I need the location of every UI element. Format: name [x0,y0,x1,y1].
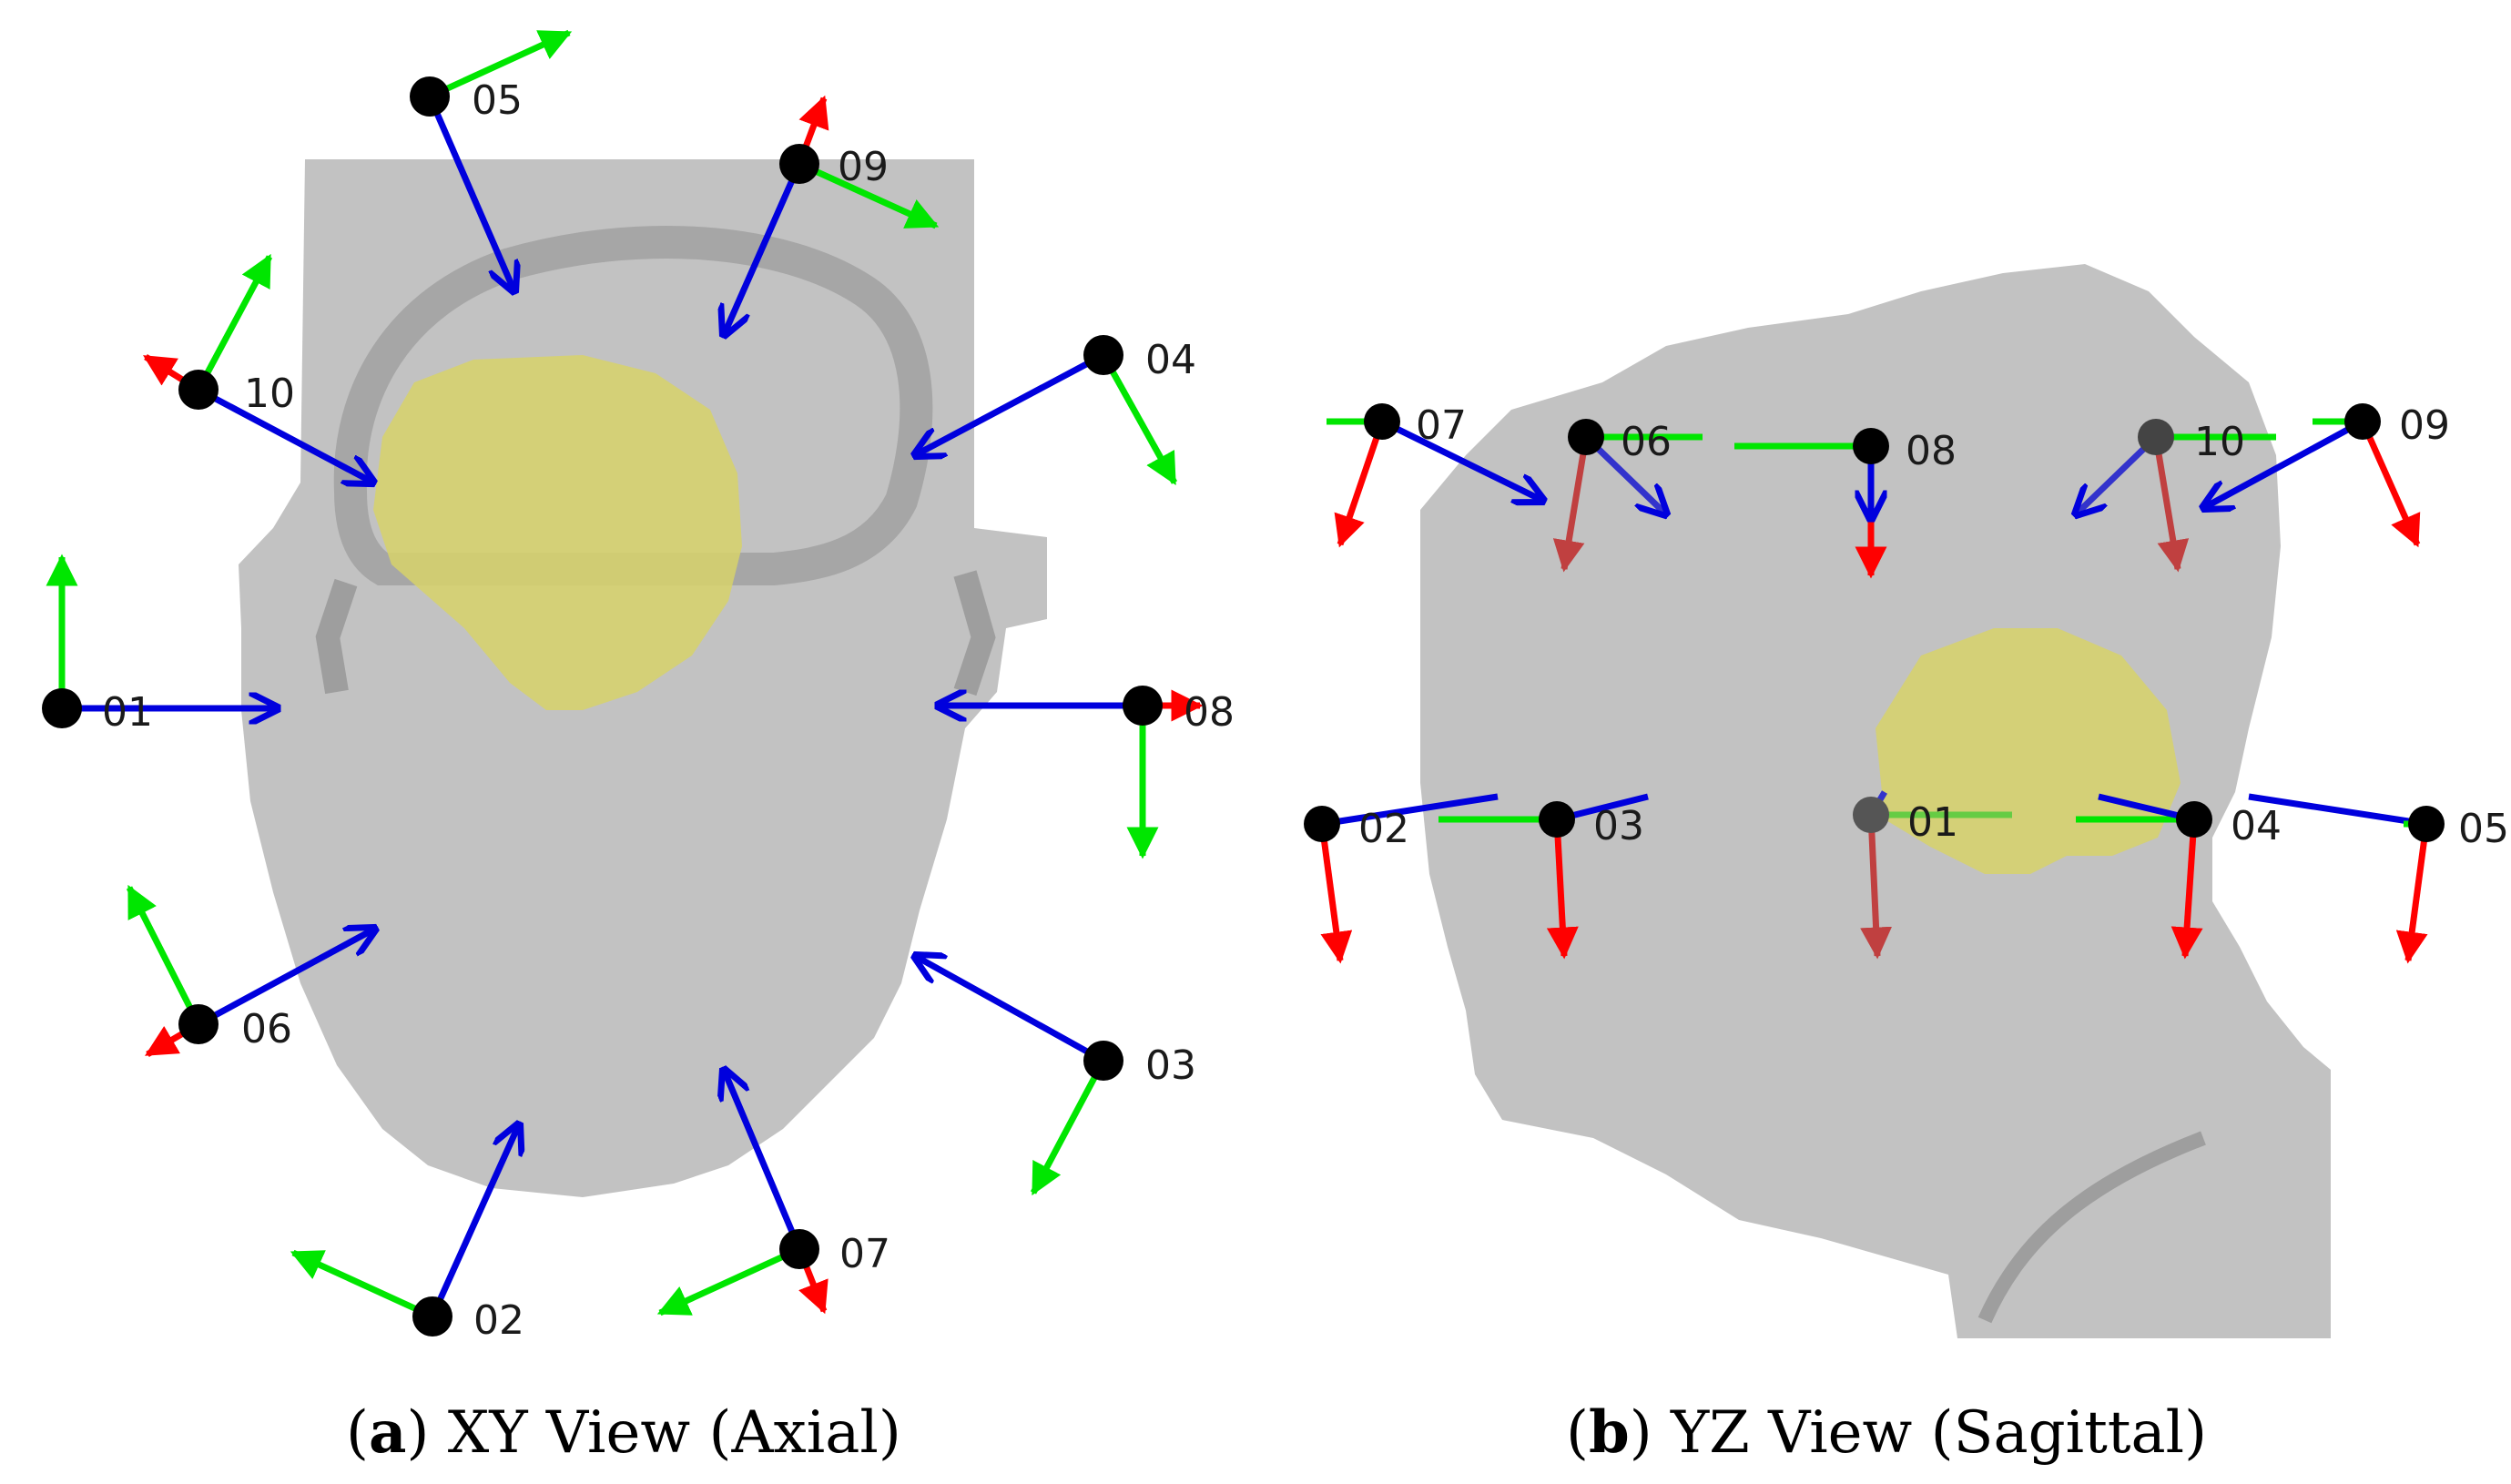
sensor-04-sagittal: 04 [2076,793,2282,960]
sensor-label: 09 [838,144,889,190]
sensor-05-sagittal: 05 [2248,793,2509,964]
sensor-label: 06 [241,1006,292,1052]
skull-lower-arc-axial [315,578,358,695]
sensor-label: 06 [1621,419,1672,465]
sensor-label: 10 [244,371,295,417]
panel-a-axial: 05 09 10 04 01 [42,29,1235,1467]
caption-b: (b) YZ View (Sagittal) [1566,1398,2207,1467]
sensor-07-sagittal: 07 [1327,402,1543,548]
sensor-03-axial: 03 [915,956,1196,1196]
sensor-04-axial: 04 [915,335,1196,486]
skull-ring-axial [333,226,933,585]
caption-b-letter: b [1589,1398,1630,1467]
sensor-label: 05 [472,77,523,124]
sensor-01-sagittal: 01 [1853,790,2012,960]
caption-b-text: YZ View (Sagittal) [1670,1399,2207,1467]
sensor-label: 01 [102,689,153,736]
sensor-label: 07 [1416,402,1467,449]
skull-right-arc-axial [953,570,996,696]
sensor-label: 07 [839,1231,890,1277]
sensor-label: 08 [1906,428,1957,474]
sensor-05-axial: 05 [410,29,573,291]
sensor-label: 05 [2458,806,2509,852]
sensor-02-sagittal: 02 [1304,793,1499,964]
panel-b-sagittal: 07 06 08 10 [1304,264,2509,1467]
sensor-label: 02 [473,1297,524,1344]
tumor-axial [373,355,742,710]
sensor-06-axial: 06 [126,884,375,1058]
sensor-label: 04 [1145,337,1196,383]
sensor-09-sagittal: 09 [2203,402,2450,548]
sensor-label: 10 [2194,419,2245,465]
sensor-label: 03 [1593,803,1644,849]
sensor-07-axial: 07 [656,1070,890,1316]
sensor-03-sagittal: 03 [1438,793,1649,960]
sensor-02-axial: 02 [290,1124,524,1344]
caption-a-letter: a [369,1398,406,1467]
sensor-label: 03 [1145,1042,1196,1089]
sensor-08-sagittal: 08 [1734,428,1957,579]
sensor-label: 04 [2231,803,2282,849]
sensor-01-axial: 01 [42,554,278,736]
sensor-label: 02 [1358,806,1409,852]
sensor-10-axial: 10 [143,253,373,483]
sensor-08-axial: 08 [938,686,1235,859]
sensor-label: 09 [2399,402,2450,449]
sensor-10-sagittal: 10 [2076,419,2276,573]
sensor-label: 08 [1184,689,1235,736]
sensor-09-axial: 09 [724,95,940,335]
caption-a: (a) XY View (Axial) [346,1398,901,1467]
sensor-label: 01 [1907,799,1958,846]
neck-contour-sagittal [1977,1131,2206,1324]
caption-a-text: XY View (Axial) [448,1399,901,1467]
sensor-06-sagittal: 06 [1552,419,1703,573]
